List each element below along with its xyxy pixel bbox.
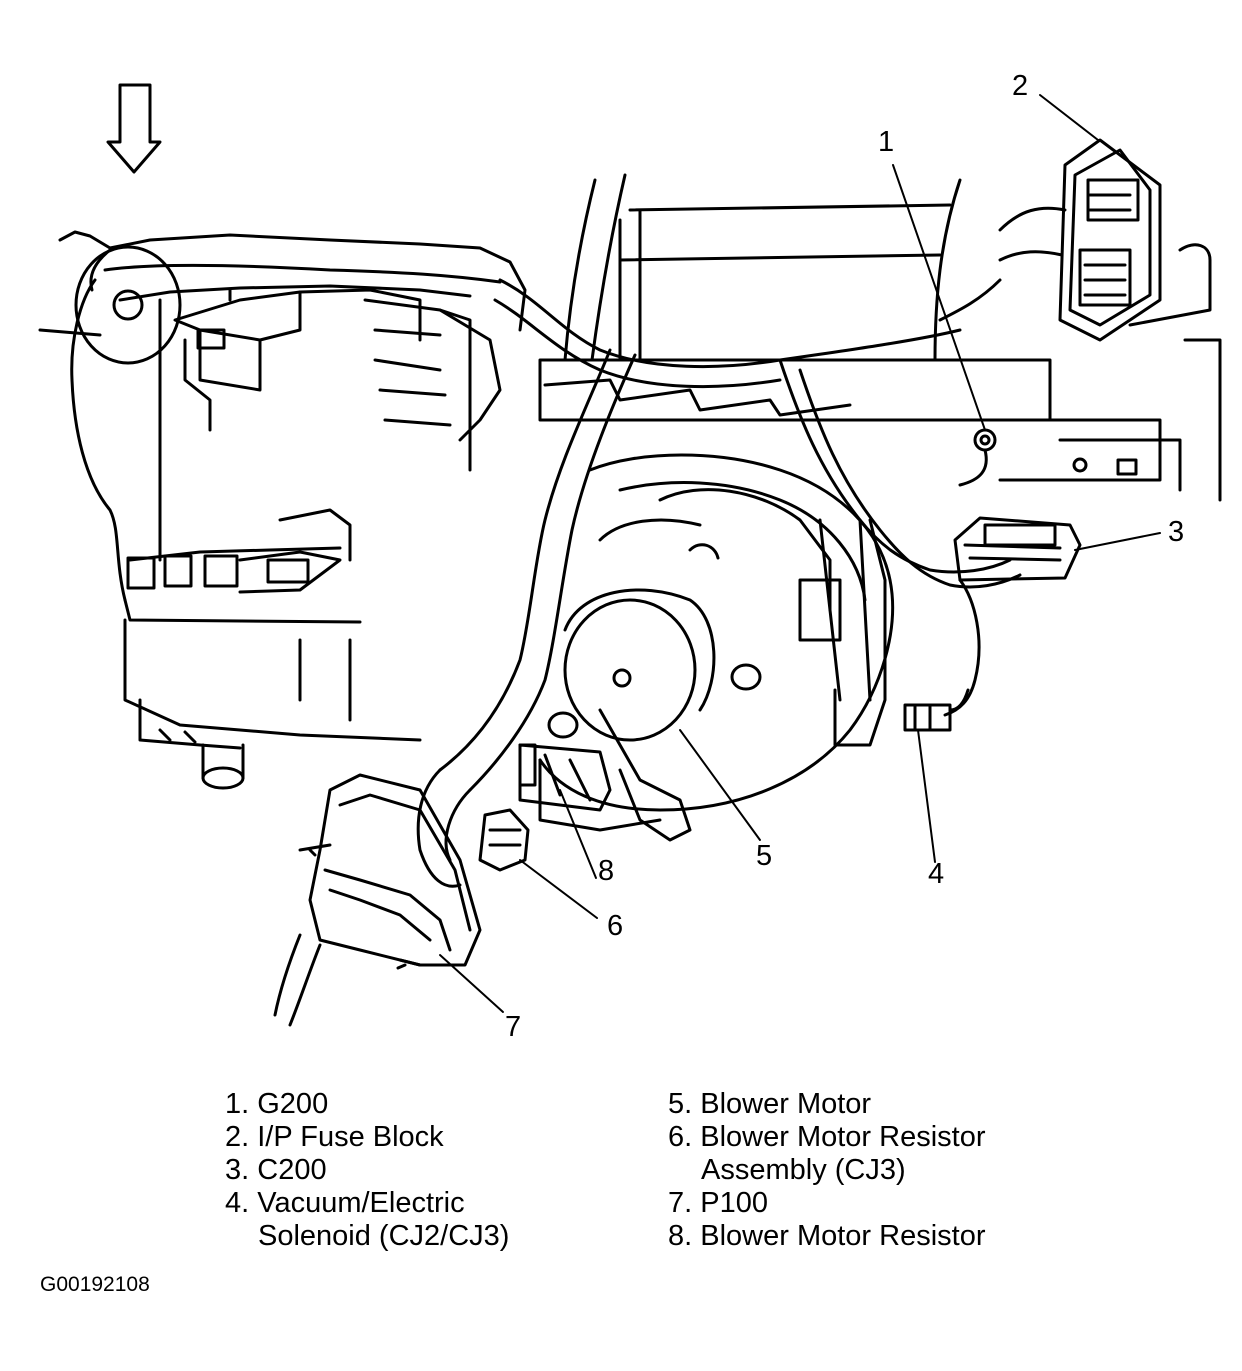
- wiring-harness: [273, 278, 1022, 1027]
- legend-text: Vacuum/Electric: [257, 1187, 465, 1219]
- legend-item-3: 3. C200: [225, 1154, 327, 1187]
- legend-number: 1.: [225, 1088, 250, 1120]
- leader-lines: [439, 94, 1161, 1013]
- legend-text: C200: [257, 1154, 327, 1186]
- connector-p100: [298, 773, 482, 970]
- callout-7: 7: [505, 1011, 522, 1043]
- legend-text: Blower Motor: [700, 1088, 872, 1120]
- legend-text-continued: Solenoid (CJ2/CJ3): [258, 1220, 510, 1252]
- legend-item-2: 2. I/P Fuse Block: [225, 1121, 444, 1154]
- callout-2: 2: [1012, 70, 1029, 102]
- legend-number: 8.: [668, 1220, 693, 1252]
- callout-4: 4: [928, 858, 945, 890]
- connector-c200: [953, 516, 1082, 582]
- callout-5: 5: [756, 840, 773, 872]
- down-arrow-icon: [106, 83, 162, 174]
- callout-3: 3: [1168, 516, 1185, 548]
- blower-motor-resistor: [518, 743, 612, 812]
- ip-fuse-block: [998, 138, 1162, 342]
- hvac-case: [38, 230, 527, 790]
- legend-item-6: 6. Blower Motor Resistor Assembly (CJ3): [668, 1121, 986, 1187]
- legend-item-7: 7. P100: [668, 1187, 768, 1220]
- ground-g200: [958, 428, 997, 487]
- legend-text: P100: [700, 1187, 768, 1219]
- legend-number: 6.: [668, 1121, 693, 1153]
- callout-8: 8: [598, 855, 615, 887]
- blower-motor: [538, 453, 895, 842]
- legend-text: Blower Motor Resistor: [700, 1220, 986, 1252]
- legend-item-8: 8. Blower Motor Resistor: [668, 1220, 986, 1253]
- legend-text: I/P Fuse Block: [257, 1121, 444, 1153]
- legend-item-4: 4. Vacuum/Electric Solenoid (CJ2/CJ3): [225, 1187, 509, 1253]
- legend-number: 5.: [668, 1088, 693, 1120]
- legend-item-1: 1. G200: [225, 1088, 328, 1121]
- legend-number: 7.: [668, 1187, 693, 1219]
- legend-number: 3.: [225, 1154, 250, 1186]
- legend-item-5: 5. Blower Motor: [668, 1088, 871, 1121]
- legend-number: 2.: [225, 1121, 250, 1153]
- callout-1: 1: [878, 126, 895, 158]
- legend-text: G200: [257, 1088, 329, 1120]
- vacuum-electric-solenoid: [903, 688, 970, 732]
- legend-text: Blower Motor Resistor: [700, 1121, 986, 1153]
- dash-crossmember: [538, 173, 1222, 502]
- callout-6: 6: [607, 910, 624, 942]
- blower-motor-resistor-assembly: [478, 808, 530, 872]
- figure-id: G00192108: [40, 1273, 150, 1296]
- legend-text-continued: Assembly (CJ3): [701, 1154, 906, 1186]
- legend-number: 4.: [225, 1187, 250, 1219]
